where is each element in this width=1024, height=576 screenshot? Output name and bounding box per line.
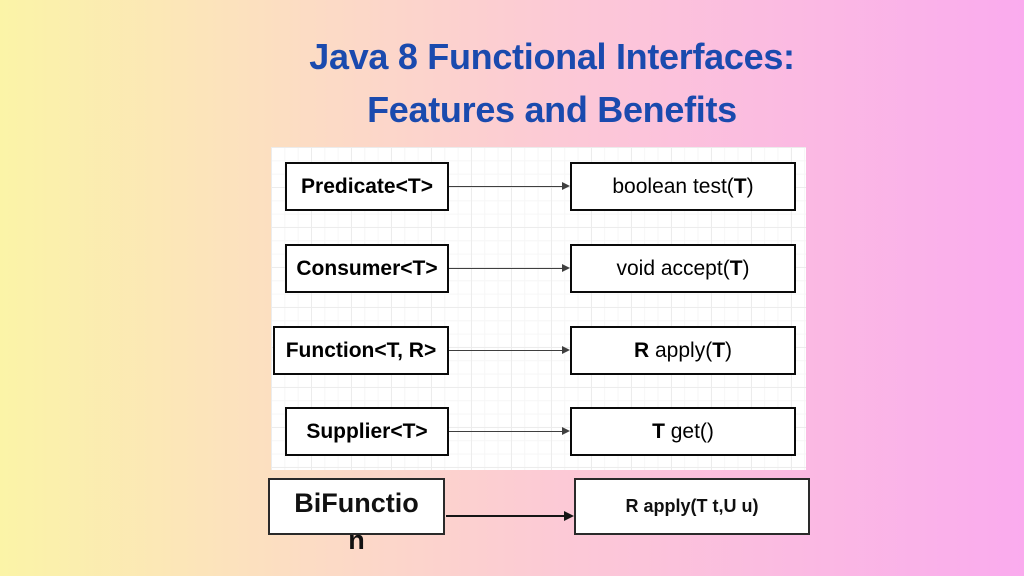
bifunction-label-line-1: BiFunctio bbox=[294, 488, 419, 518]
arrow-bifunction-to-method bbox=[446, 511, 574, 521]
interface-box-predicate: Predicate<T> bbox=[285, 162, 449, 211]
method-label-supplier: T get() bbox=[652, 419, 714, 443]
interface-box-function: Function<T, R> bbox=[273, 326, 449, 375]
interface-label-bifunction: BiFunctio n bbox=[270, 485, 443, 559]
method-label-predicate: boolean test(T) bbox=[612, 174, 754, 198]
arrow-consumer-to-method bbox=[449, 264, 570, 273]
interface-label-consumer: Consumer<T> bbox=[296, 256, 438, 280]
interface-box-bifunction: BiFunctio n bbox=[268, 478, 445, 555]
page-title: Java 8 Functional Interfaces: Features a… bbox=[40, 30, 1024, 136]
title-line-2: Features and Benefits bbox=[367, 89, 737, 130]
method-label-consumer: void accept(T) bbox=[616, 256, 750, 280]
diagram-panel: Predicate<T> boolean test(T) Consumer<T>… bbox=[271, 147, 806, 470]
interface-label-supplier: Supplier<T> bbox=[306, 419, 428, 443]
interface-box-consumer: Consumer<T> bbox=[285, 244, 449, 293]
interface-box-supplier: Supplier<T> bbox=[285, 407, 449, 456]
method-box-function: R apply(T) bbox=[570, 326, 796, 375]
title-line-1: Java 8 Functional Interfaces: bbox=[309, 36, 795, 77]
method-box-bifunction: R apply(T t,U u) bbox=[574, 478, 810, 535]
arrow-function-to-method bbox=[449, 346, 570, 355]
arrow-predicate-to-method bbox=[449, 182, 570, 191]
method-label-function: R apply(T) bbox=[633, 338, 733, 362]
method-box-supplier: T get() bbox=[570, 407, 796, 456]
interface-label-predicate: Predicate<T> bbox=[301, 174, 433, 198]
method-box-consumer: void accept(T) bbox=[570, 244, 796, 293]
bifunction-label-line-2: n bbox=[348, 525, 365, 555]
interface-label-function: Function<T, R> bbox=[285, 338, 437, 362]
method-box-predicate: boolean test(T) bbox=[570, 162, 796, 211]
method-label-bifunction: R apply(T t,U u) bbox=[625, 496, 759, 516]
arrow-supplier-to-method bbox=[449, 427, 570, 436]
